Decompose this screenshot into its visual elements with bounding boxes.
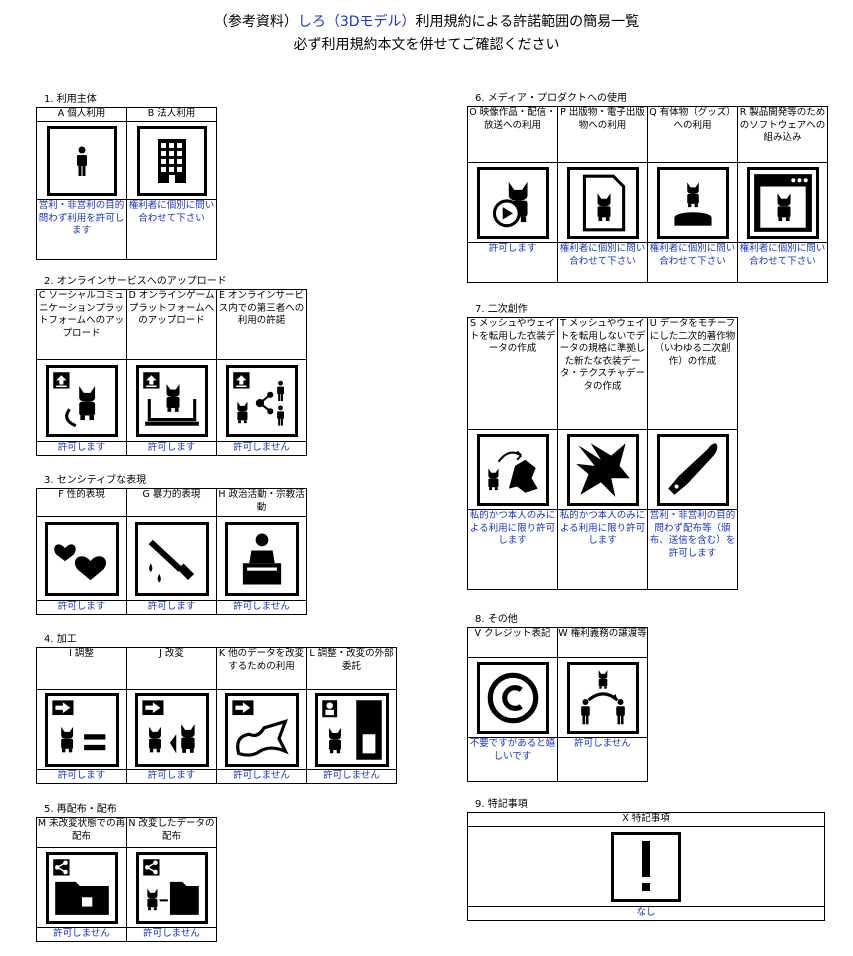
item-j-label: J 改変 bbox=[126, 647, 217, 690]
item-b-label: B 法人利用 bbox=[126, 107, 217, 122]
section-2-table: C ソーシャルコミュニケーションプラットフォームへのアップロード D オンライン… bbox=[36, 289, 307, 456]
item-n-label: N 改変したデータの配布 bbox=[126, 817, 217, 848]
hearts-icon bbox=[44, 521, 119, 596]
outsource-icon bbox=[314, 692, 389, 767]
section-4-table: I 調整 J 改変 K 他のデータを改変するための利用 L 調整・改変の外部委託… bbox=[36, 647, 397, 784]
item-q-status: 権利者に個別に問い合わせて下さい bbox=[647, 242, 738, 283]
item-v-status: 不要ですがあると嬉しいです bbox=[467, 737, 558, 782]
section-9-table: X 特記事項 なし bbox=[467, 812, 825, 921]
item-w-label: W 権利義務の譲渡等 bbox=[557, 627, 648, 658]
section-8-table: V クレジット表記 W 権利義務の譲渡等 不要ですがあると嬉しいです 許可しませ… bbox=[467, 627, 648, 782]
item-f-status: 許可します bbox=[36, 600, 127, 615]
item-r-label: R 製品開発等のためのソフトウェアへの組み込み bbox=[737, 106, 828, 163]
redistribute-icon bbox=[45, 851, 118, 924]
item-d-status: 許可します bbox=[126, 441, 217, 456]
transfer-icon bbox=[566, 661, 639, 734]
item-g-status: 許可します bbox=[126, 600, 217, 615]
software-icon bbox=[746, 166, 819, 239]
item-s-label: S メッシュやウェイトを転用した衣装データの作成 bbox=[467, 317, 558, 430]
item-o-status: 許可します bbox=[467, 242, 558, 283]
item-x-label: X 特記事項 bbox=[467, 812, 825, 827]
podium-icon bbox=[224, 521, 299, 596]
item-x-status: なし bbox=[467, 906, 825, 921]
item-u-status: 営利・非営利の目的問わず配布等（頒布、送信を含む）を許可します bbox=[647, 509, 738, 590]
item-k-status: 許可しません bbox=[216, 769, 307, 784]
knife-icon bbox=[134, 521, 209, 596]
item-q-label: Q 有体物（グッズ）への利用 bbox=[647, 106, 738, 163]
section-3-table: F 性的表現 G 暴力的表現 H 政治活動・宗教活動 許可します 許可します 許… bbox=[36, 488, 307, 615]
item-s-status: 私的かつ本人のみによる利用に限り許可します bbox=[467, 509, 558, 590]
person-icon bbox=[46, 125, 117, 196]
modify-icon bbox=[134, 692, 209, 767]
item-p-label: P 出版物・電子出版物への利用 bbox=[557, 106, 648, 163]
figure-icon bbox=[656, 166, 729, 239]
copyright-icon bbox=[476, 661, 549, 734]
item-i-status: 許可します bbox=[36, 769, 127, 784]
item-h-status: 許可しません bbox=[216, 600, 307, 615]
section-2-title: 2. オンラインサービスへのアップロード bbox=[44, 276, 227, 287]
item-c-status: 許可します bbox=[36, 441, 127, 456]
section-9-title: 9. 特記事項 bbox=[475, 799, 528, 810]
item-b-status: 権利者に個別に問い合わせて下さい bbox=[126, 199, 217, 260]
section-7-title: 7. 二次創作 bbox=[475, 304, 528, 315]
distribute-modified-icon bbox=[135, 851, 208, 924]
section-7-table: S メッシュやウェイトを転用した衣装データの作成 T メッシュやウェイトを転用し… bbox=[467, 317, 738, 590]
item-m-status: 許可しません bbox=[36, 927, 127, 942]
item-t-label: T メッシュやウェイトを転用しないでデータの規格に準拠した新たな衣装データ・テク… bbox=[557, 317, 648, 430]
exclamation-icon bbox=[611, 831, 681, 902]
item-j-status: 許可します bbox=[126, 769, 217, 784]
section-6-table: O 映像作品・配信・放送への利用 P 出版物・電子出版物への利用 Q 有体物（グ… bbox=[467, 106, 828, 283]
section-8-title: 8. その他 bbox=[475, 614, 518, 625]
section-4-title: 4. 加工 bbox=[44, 634, 77, 645]
item-e-label: E オンラインサービス内での第三者への利用の許諾 bbox=[216, 289, 307, 360]
item-g-label: G 暴力的表現 bbox=[126, 488, 217, 517]
item-n-status: 許可しません bbox=[126, 927, 217, 942]
item-v-label: V クレジット表記 bbox=[467, 627, 558, 658]
item-a-label: A 個人利用 bbox=[36, 107, 127, 122]
item-w-status: 許可しません bbox=[557, 737, 648, 782]
item-f-label: F 性的表現 bbox=[36, 488, 127, 517]
new-costume-icon bbox=[566, 433, 639, 506]
item-a-status: 営利・非営利の目的問わず利用を許可します bbox=[36, 199, 127, 260]
item-i-label: I 調整 bbox=[36, 647, 127, 690]
item-m-label: M 未改変状態での再配布 bbox=[36, 817, 127, 848]
item-d-label: D オンラインゲームプラットフォームへのアップロード bbox=[126, 289, 217, 360]
page-subtitle: 必ず利用規約本文を併せてご確認ください bbox=[293, 37, 560, 53]
third-party-share-icon bbox=[225, 364, 298, 437]
social-upload-icon bbox=[45, 364, 118, 437]
section-6-title: 6. メディア・プロダクトへの使用 bbox=[475, 93, 628, 104]
item-u-label: U データをモチーフにした二次的著作物（いわゆる二次創作）の作成 bbox=[647, 317, 738, 430]
building-icon bbox=[136, 125, 207, 196]
item-e-status: 許可しません bbox=[216, 441, 307, 456]
item-p-status: 権利者に個別に問い合わせて下さい bbox=[557, 242, 648, 283]
page-title: （参考資料）しろ（3Dモデル）利用規約による許諾範囲の簡易一覧 bbox=[213, 14, 640, 30]
costume-icon bbox=[476, 433, 549, 506]
item-t-status: 私的かつ本人のみによる利用に限り許可します bbox=[557, 509, 648, 590]
item-l-status: 許可しません bbox=[306, 769, 397, 784]
item-h-label: H 政治活動・宗教活動 bbox=[216, 488, 307, 517]
item-c-label: C ソーシャルコミュニケーションプラットフォームへのアップロード bbox=[36, 289, 127, 360]
adjust-icon bbox=[44, 692, 119, 767]
section-5-title: 5. 再配布・配布 bbox=[44, 804, 117, 815]
pen-icon bbox=[656, 433, 729, 506]
item-k-label: K 他のデータを改変するための利用 bbox=[216, 647, 307, 690]
item-r-status: 権利者に個別に問い合わせて下さい bbox=[737, 242, 828, 283]
publication-icon bbox=[566, 166, 639, 239]
item-o-label: O 映像作品・配信・放送への利用 bbox=[467, 106, 558, 163]
other-data-icon bbox=[224, 692, 299, 767]
section-5-table: M 未改変状態での再配布 N 改変したデータの配布 許可しません 許可しません bbox=[36, 817, 217, 942]
video-icon bbox=[476, 166, 549, 239]
section-3-title: 3. センシティブな表現 bbox=[44, 475, 147, 486]
item-l-label: L 調整・改変の外部委託 bbox=[306, 647, 397, 690]
section-1-title: 1. 利用主体 bbox=[44, 94, 97, 105]
section-1-table: A 個人利用 B 法人利用 営利・非営利の目的問わず利用を許可します 権利者に個… bbox=[36, 107, 217, 260]
game-upload-icon bbox=[135, 364, 208, 437]
